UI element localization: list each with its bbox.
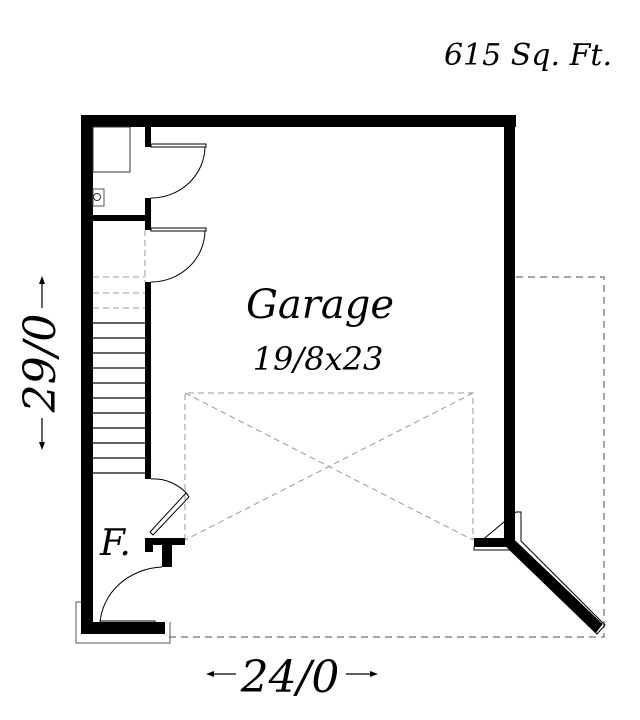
porch-outline (165, 276, 605, 638)
depth-dimension: 29/0 (15, 276, 66, 450)
width-dimension-text: 24/0 (240, 652, 340, 703)
room-name: Garage (246, 282, 394, 328)
room-dimensions: 19/8x23 (253, 340, 384, 378)
foyer-label: F. (99, 523, 131, 564)
stair-treads (93, 322, 145, 474)
floor-drain-box (92, 188, 105, 207)
stair-dashed (93, 230, 146, 309)
area-label: 615 Sq. Ft. (444, 38, 612, 73)
water-heater (92, 126, 131, 173)
angled-wall (505, 539, 603, 633)
depth-dimension-text: 29/0 (15, 314, 66, 414)
exterior-walls (81, 115, 516, 634)
foundation-outline (75, 601, 171, 644)
angled-wall-outline (473, 511, 606, 635)
width-dimension: 24/0 (206, 652, 378, 703)
floor-drain-icon (93, 193, 101, 201)
doors[interactable] (99, 143, 207, 625)
garage-door-overhead (184, 392, 474, 541)
interior-walls (93, 127, 185, 567)
